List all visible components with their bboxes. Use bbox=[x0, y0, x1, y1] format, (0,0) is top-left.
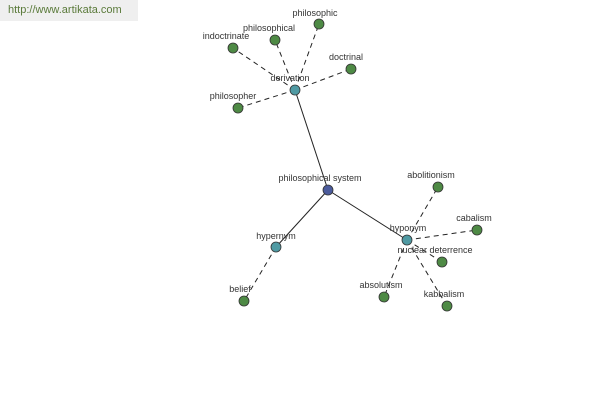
edge-derivation-doctrinal bbox=[294, 68, 352, 91]
node-label[interactable]: cabalism bbox=[456, 213, 492, 223]
node-label[interactable]: derivation bbox=[270, 73, 309, 83]
site-url[interactable]: http://www.artikata.com bbox=[0, 0, 138, 21]
edge-hyponym-kabbalism bbox=[406, 239, 448, 307]
leaf-node-dot[interactable] bbox=[436, 256, 448, 268]
node-label[interactable]: absolutism bbox=[359, 280, 402, 290]
leaf-node-dot[interactable] bbox=[313, 18, 325, 30]
node-label[interactable]: hyponym bbox=[390, 223, 427, 233]
node-label[interactable]: abolitionism bbox=[407, 170, 455, 180]
relation-node-dot[interactable] bbox=[289, 84, 301, 96]
edge-root-derivation bbox=[294, 89, 329, 191]
node-label[interactable]: doctrinal bbox=[329, 52, 363, 62]
edge-root-hypernym bbox=[275, 189, 329, 248]
node-label[interactable]: indoctrinate bbox=[203, 31, 250, 41]
node-label[interactable]: philosopher bbox=[210, 91, 257, 101]
node-label[interactable]: philosophical bbox=[243, 23, 295, 33]
edge-hyponym-nuclear_deterrence bbox=[406, 239, 443, 263]
edge-derivation-indoctrinate bbox=[232, 47, 296, 91]
leaf-node-dot[interactable] bbox=[441, 300, 453, 312]
edge-hypernym-belief bbox=[243, 246, 277, 302]
node-hyponym[interactable]: hyponym bbox=[390, 223, 427, 246]
node-doctrinal[interactable]: doctrinal bbox=[329, 52, 363, 75]
edge-root-hyponym bbox=[327, 189, 408, 241]
leaf-node-dot[interactable] bbox=[227, 42, 239, 54]
node-philosophic[interactable]: philosophic bbox=[292, 8, 338, 30]
leaf-node-dot[interactable] bbox=[238, 295, 250, 307]
node-kabbalism[interactable]: kabbalism bbox=[424, 289, 465, 312]
leaf-node-dot[interactable] bbox=[269, 34, 281, 46]
node-label[interactable]: philosophic bbox=[292, 8, 338, 18]
edge-hyponym-cabalism bbox=[406, 229, 478, 241]
node-indoctrinate[interactable]: indoctrinate bbox=[203, 31, 250, 54]
node-nuclear-deterrence[interactable]: nuclear deterrence bbox=[397, 245, 473, 268]
graph-nodes: philosophical system derivation hypernym hy… bbox=[203, 8, 492, 312]
node-label[interactable]: hypernym bbox=[256, 231, 296, 241]
leaf-node-dot[interactable] bbox=[232, 102, 244, 114]
node-hypernym[interactable]: hypernym bbox=[256, 231, 296, 253]
graph-edges bbox=[232, 23, 478, 307]
node-label[interactable]: belief bbox=[229, 284, 251, 294]
edge-hyponym-absolutism bbox=[383, 239, 408, 298]
node-label[interactable]: nuclear deterrence bbox=[397, 245, 472, 255]
edge-derivation-philosophic bbox=[294, 23, 320, 91]
node-philosopher[interactable]: philosopher bbox=[210, 91, 257, 114]
node-abolitionism[interactable]: abolitionism bbox=[407, 170, 455, 193]
relation-node-dot[interactable] bbox=[270, 241, 282, 253]
leaf-node-dot[interactable] bbox=[432, 181, 444, 193]
node-cabalism[interactable]: cabalism bbox=[456, 213, 492, 236]
node-root[interactable]: philosophical system bbox=[278, 173, 362, 196]
node-label[interactable]: philosophical system bbox=[278, 173, 361, 183]
edge-hyponym-abolitionism bbox=[406, 186, 439, 241]
leaf-node-dot[interactable] bbox=[471, 224, 483, 236]
edge-derivation-philosopher bbox=[237, 89, 296, 109]
node-absolutism[interactable]: absolutism bbox=[359, 280, 403, 303]
leaf-node-dot[interactable] bbox=[345, 63, 357, 75]
relation-node-dot[interactable] bbox=[401, 234, 413, 246]
node-derivation[interactable]: derivation bbox=[270, 73, 310, 96]
node-philosophical[interactable]: philosophical bbox=[243, 23, 295, 46]
node-belief[interactable]: belief bbox=[229, 284, 251, 307]
node-label[interactable]: kabbalism bbox=[424, 289, 465, 299]
root-node-dot[interactable] bbox=[322, 184, 334, 196]
leaf-node-dot[interactable] bbox=[378, 291, 390, 303]
